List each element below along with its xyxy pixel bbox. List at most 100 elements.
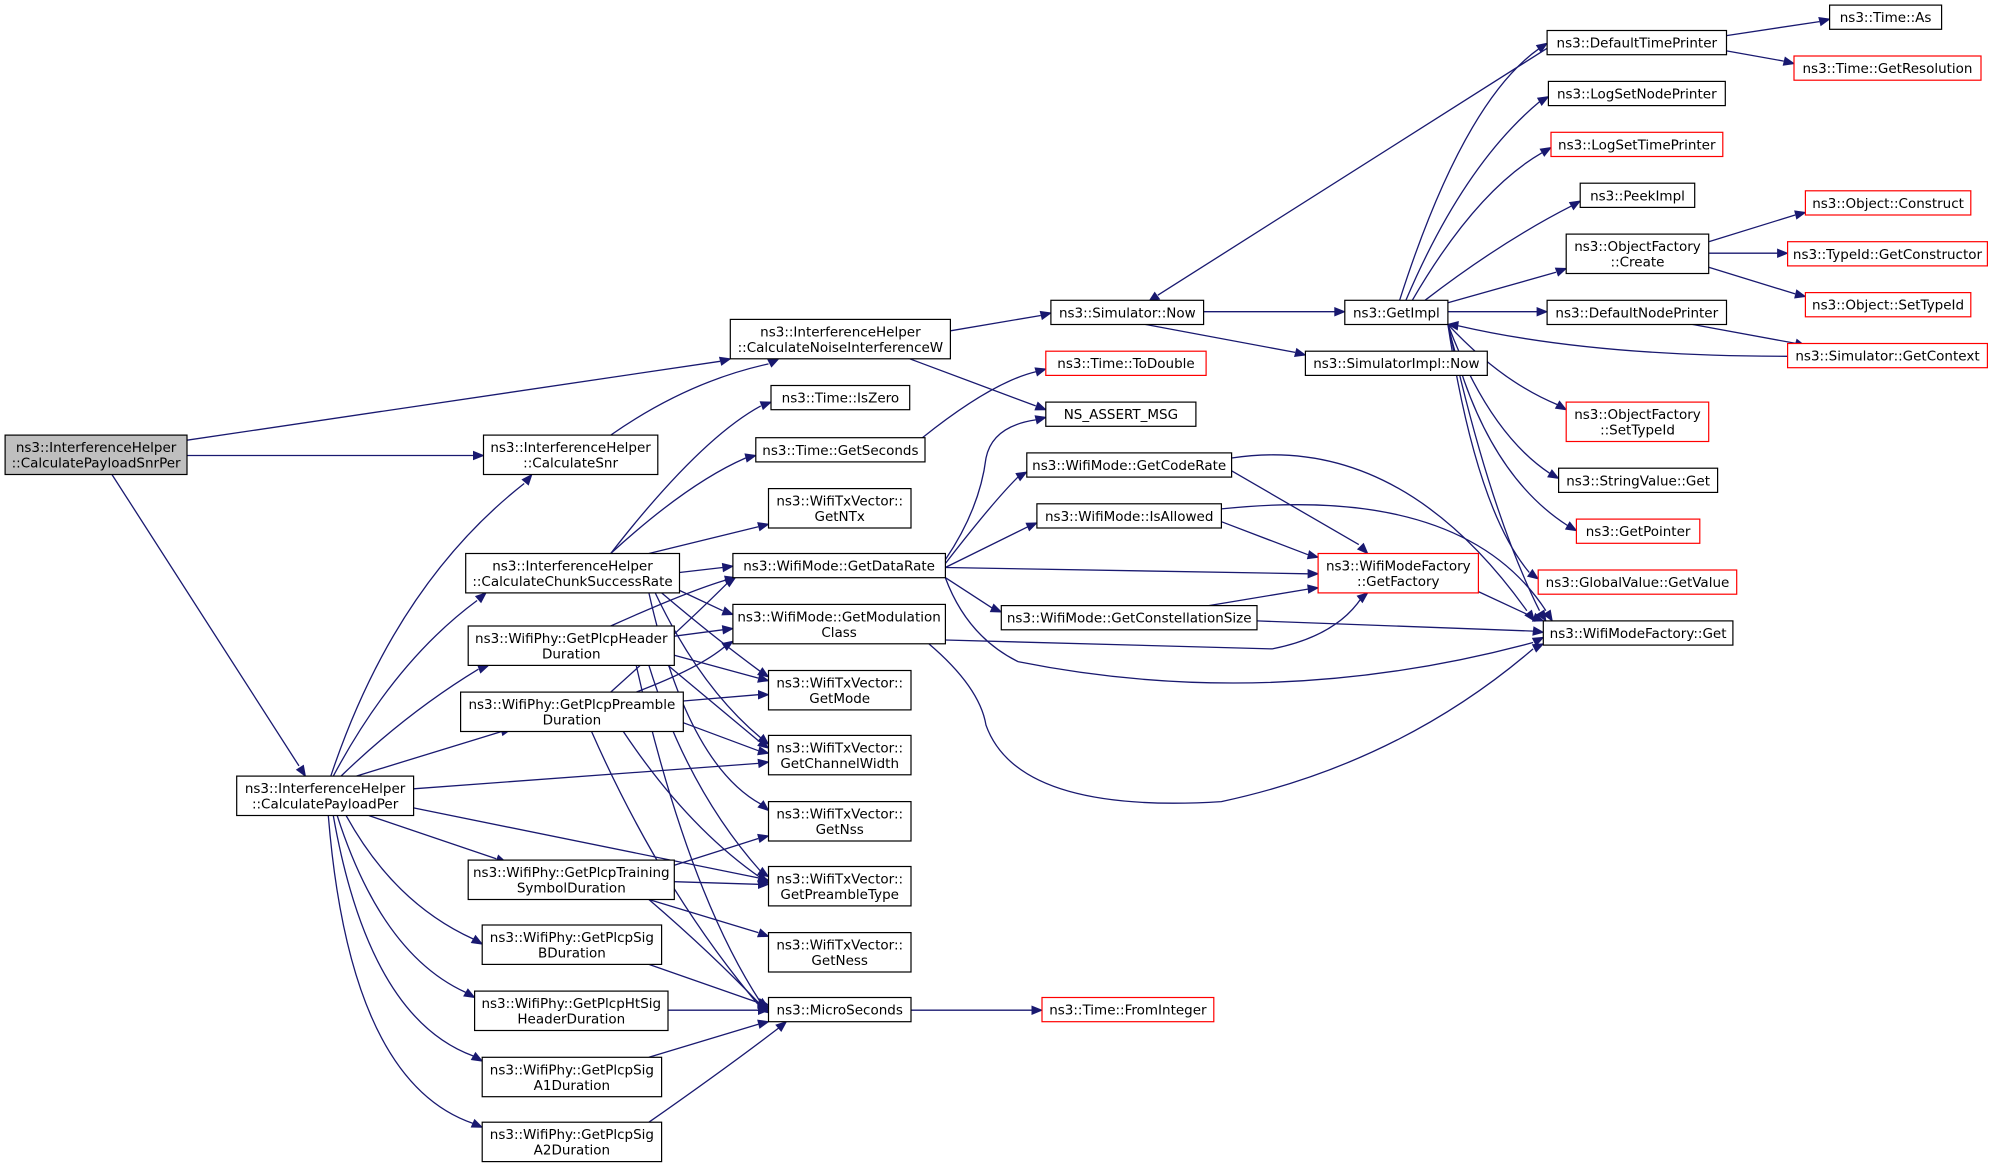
edge-line: [1726, 50, 1784, 62]
node-label-line: ns3::WifiMode::IsAllowed: [1045, 509, 1213, 525]
node-pretype[interactable]: ns3::WifiTxVector::GetPreambleType: [767, 865, 912, 907]
edge-modclass-to-wmfgetfac: [945, 592, 1369, 650]
edge-line: [336, 815, 466, 993]
node-label-line: ns3::DefaultTimePrinter: [1557, 36, 1718, 52]
edge-line: [413, 762, 759, 790]
node-datarate[interactable]: ns3::WifiMode::GetDataRate: [732, 552, 947, 579]
edge-arrowhead: [1531, 612, 1545, 622]
node-svget[interactable]: ns3::StringValue::Get: [1557, 467, 1719, 494]
edge-getimpl-to-deftp: [1398, 42, 1549, 301]
edge-line: [1231, 454, 1528, 612]
edge-getsec-to-todouble: [921, 367, 1048, 439]
node-box: [1304, 350, 1488, 377]
node-objst[interactable]: ns3::Object::SetTypeId: [1804, 292, 1972, 318]
edge-modclass-to-wmfget: [928, 643, 1545, 804]
edge-line: [648, 1027, 780, 1123]
node-gvget[interactable]: ns3::GlobalValue::GetValue: [1537, 569, 1738, 595]
edge-line: [610, 579, 726, 627]
node-timeas[interactable]: ns3::Time::As: [1828, 4, 1943, 30]
node-label-line: ns3::WifiPhy::GetPlcpSig: [490, 930, 654, 946]
node-iszero[interactable]: ns3::Time::IsZero: [770, 384, 911, 411]
edge-constsize-to-wmfget: [1257, 620, 1545, 636]
edge-line: [1447, 271, 1557, 304]
node-simctx[interactable]: ns3::Simulator::GetContext: [1786, 342, 1988, 369]
edge-line: [950, 314, 1041, 332]
node-deftp[interactable]: ns3::DefaultTimePrinter: [1546, 29, 1728, 56]
node-isallowed[interactable]: ns3::WifiMode::IsAllowed: [1036, 503, 1223, 529]
edge-line: [674, 629, 723, 637]
node-getness[interactable]: ns3::WifiTxVector::GetNess: [767, 931, 912, 973]
edge-arrowhead: [721, 562, 735, 573]
node-box: [767, 488, 912, 529]
node-defnp[interactable]: ns3::DefaultNodePrinter: [1546, 299, 1728, 326]
edge-niw-to-simnow: [950, 310, 1053, 332]
node-label-line: ns3::WifiPhy::GetPlcpSig: [490, 1062, 654, 1078]
node-ptsd[interactable]: ns3::WifiPhy::GetPlcpTrainingSymbolDurat…: [467, 859, 675, 901]
node-label-line: ns3::Time::As: [1840, 10, 1932, 26]
node-logstp[interactable]: ns3::LogSetTimePrinter: [1550, 131, 1724, 158]
node-fromint[interactable]: ns3::Time::FromInteger: [1041, 996, 1215, 1023]
edge-getimpl-to-ofsettid: [1447, 323, 1568, 411]
node-tidgc[interactable]: ns3::TypeId::GetConstructor: [1786, 241, 1988, 267]
node-assert[interactable]: NS_ASSERT_MSG: [1045, 401, 1197, 427]
node-box: [481, 924, 663, 966]
edge-arrowhead: [1539, 146, 1553, 157]
node-label-line: ::CalculateSnr: [523, 456, 618, 472]
edge-line: [111, 474, 300, 767]
edge-arrowhead: [1356, 542, 1369, 555]
node-chwidth[interactable]: ns3::WifiTxVector::GetChannelWidth: [767, 734, 912, 776]
node-timeres[interactable]: ns3::Time::GetResolution: [1793, 55, 1982, 81]
edge-line: [327, 815, 474, 1125]
node-wmfgetfac[interactable]: ns3::WifiModeFactory::GetFactory: [1317, 552, 1479, 594]
node-getmode[interactable]: ns3::WifiTxVector::GetMode: [767, 669, 912, 711]
node-label-line: ::SetTypeId: [1600, 423, 1675, 439]
node-todouble[interactable]: ns3::Time::ToDouble: [1045, 350, 1207, 377]
node-getntx[interactable]: ns3::WifiTxVector::GetNTx: [767, 488, 912, 529]
node-box: [4, 434, 188, 476]
node-peekimpl[interactable]: ns3::PeekImpl: [1579, 182, 1696, 208]
node-label-line: ns3::WifiTxVector::: [776, 871, 903, 887]
node-per[interactable]: ns3::InterferenceHelper::CalculatePayloa…: [236, 775, 415, 817]
node-simnow[interactable]: ns3::Simulator::Now: [1050, 299, 1205, 326]
node-ofsettid[interactable]: ns3::ObjectFactory::SetTypeId: [1565, 401, 1710, 443]
node-snr[interactable]: ns3::InterferenceHelper::CalculateSnr: [482, 434, 659, 476]
node-csr[interactable]: ns3::InterferenceHelper::CalculateChunkS…: [465, 552, 681, 594]
node-getptr[interactable]: ns3::GetPointer: [1575, 518, 1701, 544]
edge-arrowhead: [1031, 1005, 1044, 1015]
node-wmfget[interactable]: ns3::WifiModeFactory::Get: [1542, 620, 1734, 646]
edge-line: [1447, 324, 1551, 474]
node-label-line: ns3::Time::IsZero: [782, 391, 900, 407]
edge-arrowhead: [989, 603, 1003, 613]
node-simimplnow[interactable]: ns3::SimulatorImpl::Now: [1304, 350, 1488, 377]
node-objcon[interactable]: ns3::Object::Construct: [1804, 190, 1972, 216]
edge-line: [1692, 323, 1797, 345]
edge-arrowhead: [1034, 415, 1048, 425]
node-box: [767, 996, 912, 1023]
node-constsize[interactable]: ns3::WifiMode::GetConstellationSize: [1000, 604, 1258, 631]
edge-line: [674, 837, 759, 866]
edge-arrowhead: [1536, 306, 1549, 317]
node-getnss[interactable]: ns3::WifiTxVector::GetNss: [767, 800, 912, 842]
node-coderate[interactable]: ns3::WifiMode::GetCodeRate: [1026, 452, 1233, 478]
node-niw[interactable]: ns3::InterferenceHelper::CalculateNoiseI…: [729, 318, 951, 360]
node-getsec[interactable]: ns3::Time::GetSeconds: [755, 437, 926, 463]
edge-line: [1478, 591, 1534, 618]
edge-arrowhead: [1535, 42, 1549, 53]
node-ofcreate[interactable]: ns3::ObjectFactory::Create: [1565, 233, 1710, 275]
node-box: [770, 384, 911, 411]
edge-line: [622, 731, 762, 879]
node-logsnp[interactable]: ns3::LogSetNodePrinter: [1547, 80, 1726, 107]
edge-line: [674, 654, 759, 679]
edge-line: [945, 597, 1362, 650]
edge-arrowhead: [521, 473, 533, 486]
node-getimpl[interactable]: ns3::GetImpl: [1344, 299, 1449, 326]
node-micro[interactable]: ns3::MicroSeconds: [767, 996, 912, 1023]
edge-getimpl-to-peekimpl: [1424, 200, 1582, 301]
